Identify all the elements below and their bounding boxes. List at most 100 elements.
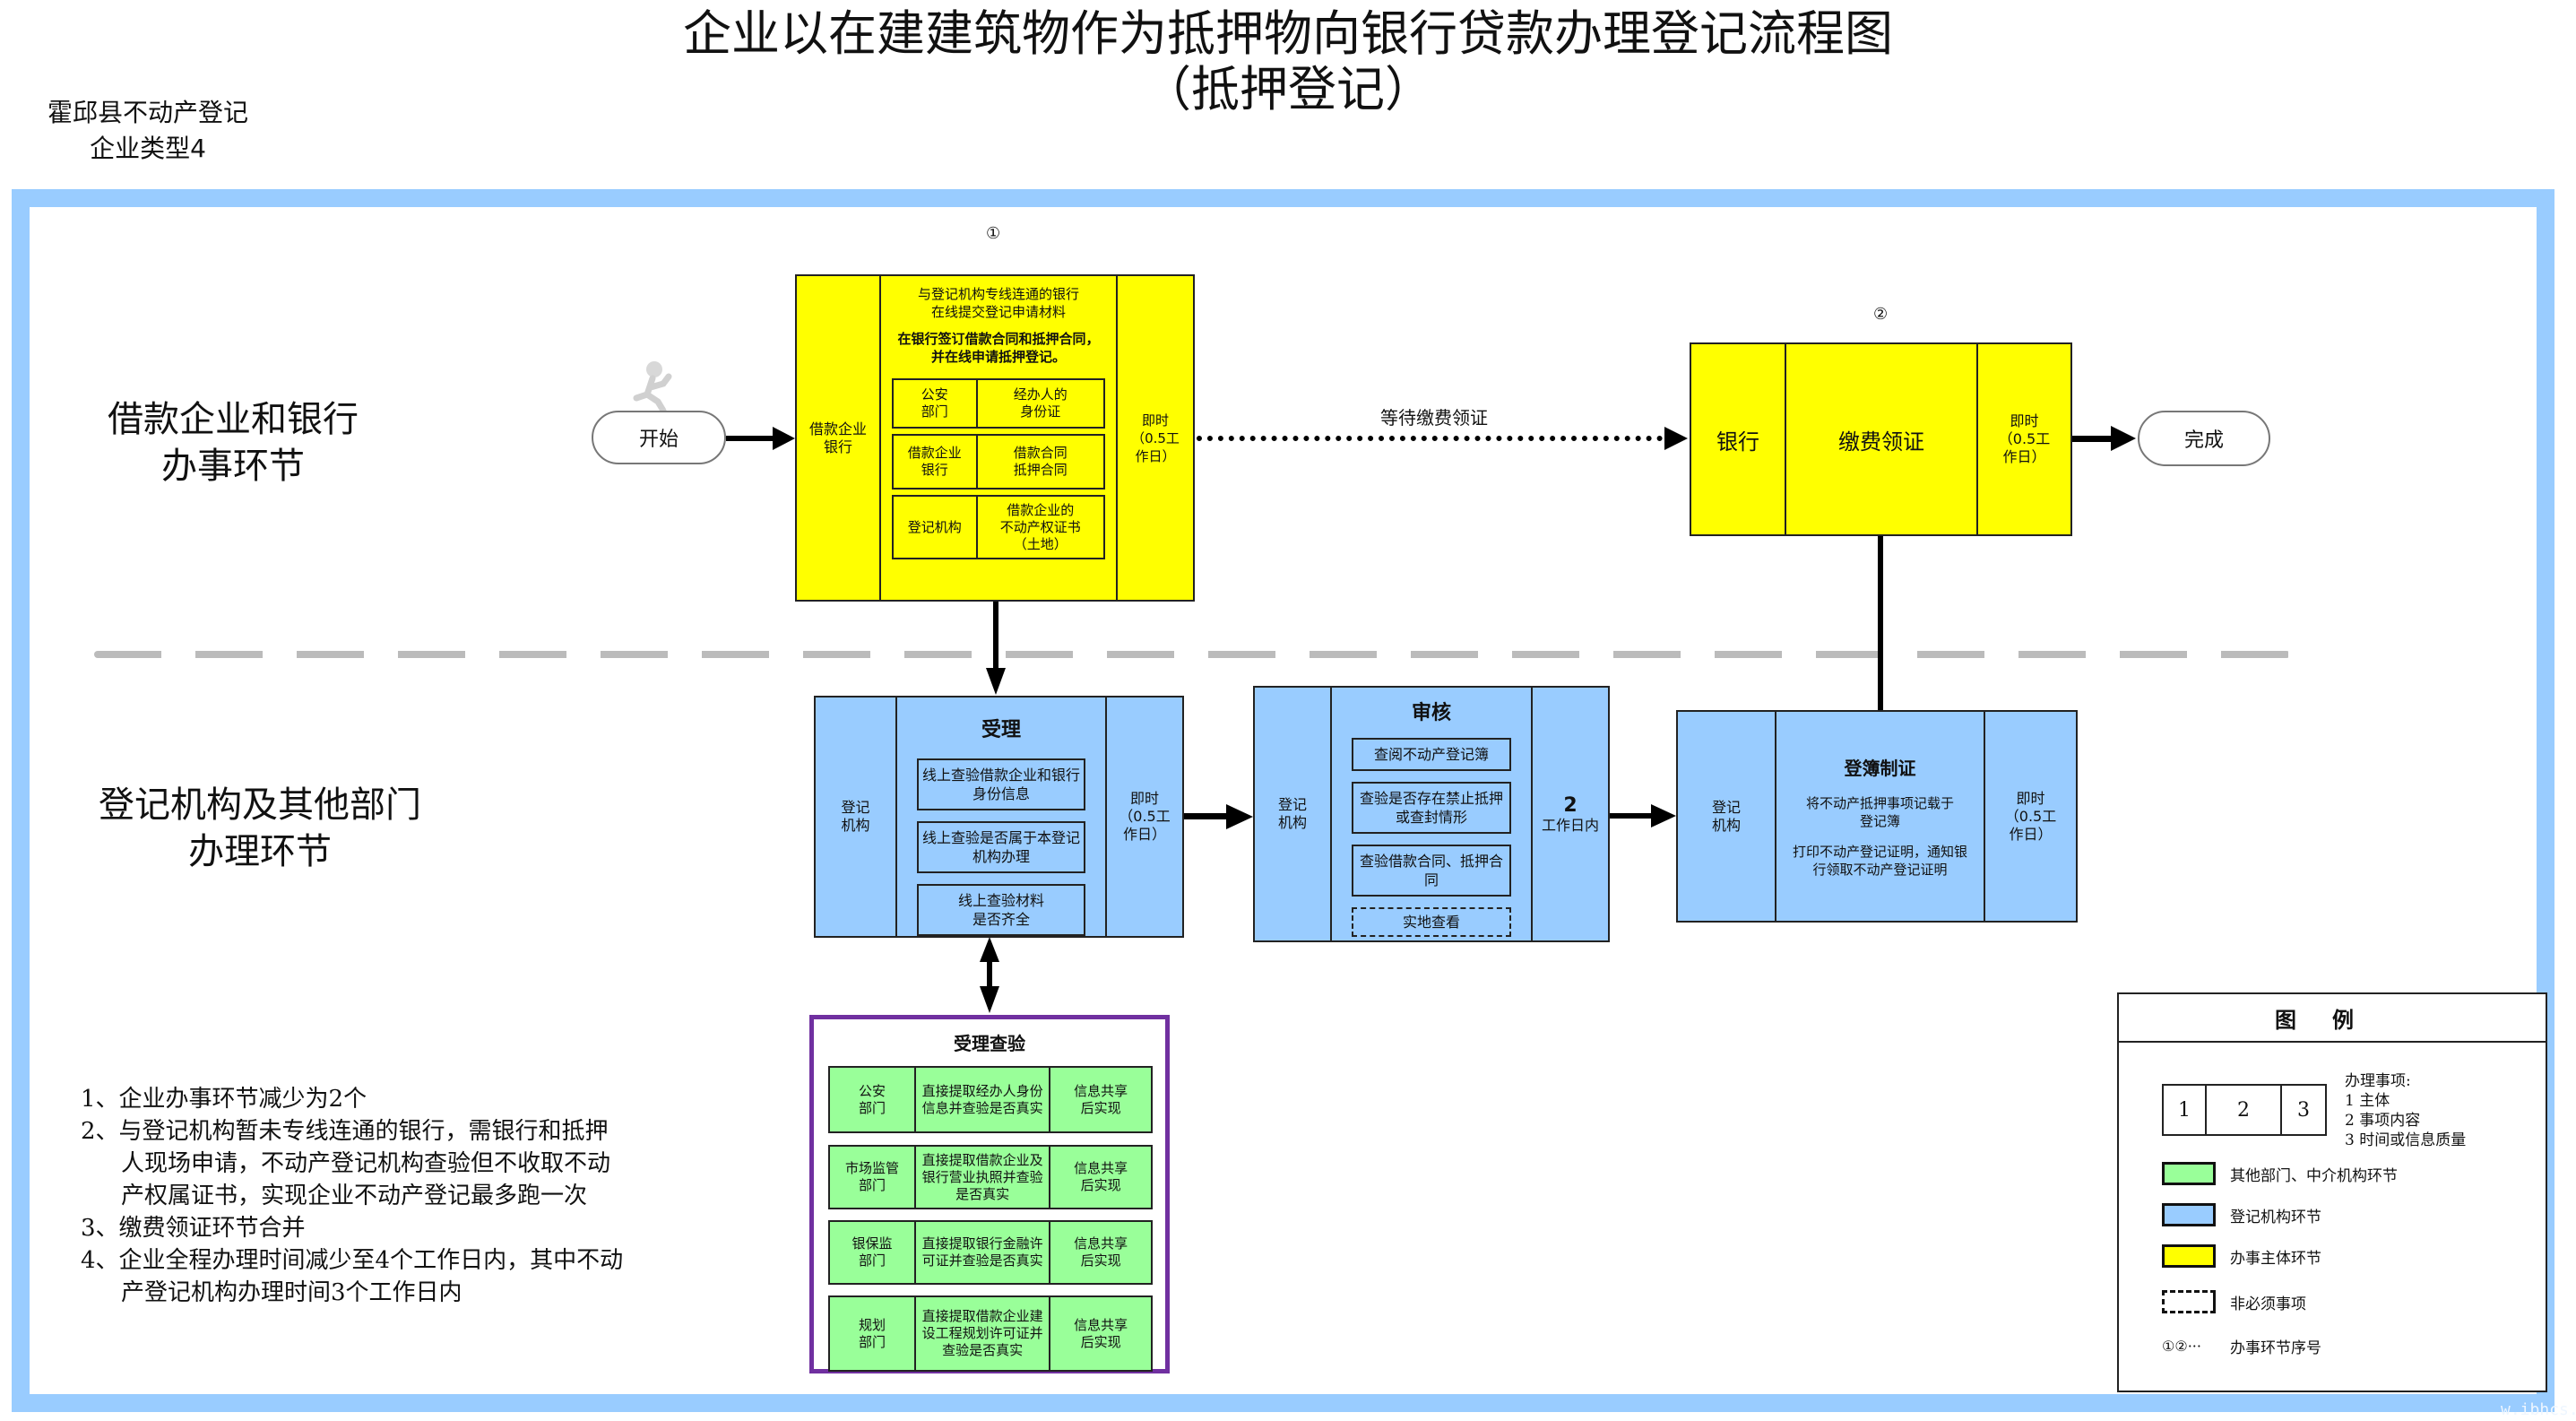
verify-action: 直接提取银行金融许可证并查验是否真实 xyxy=(916,1222,1051,1283)
arrow-head-up xyxy=(980,937,999,962)
note-item: 4、企业全程办理时间减少至4个工作日内，其中不动 xyxy=(81,1247,624,1274)
material-item: 借款合同 抵押合同 xyxy=(1013,445,1068,478)
notes-list: 1、企业办事环节减少为2个 2、与登记机构暂未专线连通的银行，需银行和抵押 人现… xyxy=(81,1083,726,1309)
verify-row: 市场监管 部门 直接提取借款企业及银行营业执照并查验是否真实 信息共享 后实现 xyxy=(828,1145,1153,1209)
step1-content-text1: 与登记机构专线连通的银行 在线提交登记申请材料 xyxy=(917,286,1079,320)
accept-item: 线上查验材料 是否齐全 xyxy=(917,884,1085,936)
finish-label: 完成 xyxy=(2183,429,2224,452)
arrow-head xyxy=(2111,426,2136,451)
legend-sample-cell: 3 xyxy=(2297,1098,2310,1122)
lane-label-registry: 登记机构及其他部门 办理环节 xyxy=(81,782,439,875)
verify-status: 信息共享 后实现 xyxy=(1074,1235,1128,1269)
arrow-line xyxy=(1610,813,1655,819)
diagram-frame xyxy=(12,189,2554,1412)
step2-box: 银行 缴费领证 即时 （0.5工 作日） xyxy=(1690,342,2072,536)
arrow-line xyxy=(726,436,776,441)
legend-swatch-blue xyxy=(2162,1203,2216,1226)
verify-dept: 规划 部门 xyxy=(830,1297,916,1370)
material-source: 借款企业 银行 xyxy=(894,436,978,488)
verify-rows: 公安 部门 直接提取经办人身份信息并查验是否真实 信息共享 后实现 市场监管 部… xyxy=(828,1066,1153,1372)
verify-status: 信息共享 后实现 xyxy=(1074,1082,1128,1116)
arrow-head xyxy=(986,668,1006,695)
review-time-unit: 工作日内 xyxy=(1541,816,1599,834)
seq-symbol-icon: ①②··· xyxy=(2162,1338,2201,1355)
verify-action: 直接提取借款企业建设工程规划许可证并查验是否真实 xyxy=(916,1297,1051,1370)
step1-box: 借款企业 银行 与登记机构专线连通的银行 在线提交登记申请材料 在银行签订借款合… xyxy=(795,274,1195,602)
review-item-optional: 实地查看 xyxy=(1352,907,1511,937)
note-item: 3、缴费领证环节合并 xyxy=(81,1215,306,1242)
running-person-icon xyxy=(627,359,681,414)
legend-entry-label: 登记机构环节 xyxy=(2230,1208,2321,1226)
legend-sample-box: 1 2 3 xyxy=(2162,1084,2327,1136)
register-text1: 将不动产抵押事项记载于 登记簿 xyxy=(1805,794,1954,829)
note-item-cont: 人现场申请，不动产登记机构查验但不收取不动 xyxy=(121,1150,611,1177)
note-item: 2、与登记机构暂未专线连通的银行，需银行和抵押 xyxy=(81,1118,609,1145)
review-subject: 登记 机构 xyxy=(1255,688,1332,940)
legend-desc-line: 办理事项: xyxy=(2345,1072,2411,1090)
verify-box: 受理查验 公安 部门 直接提取经办人身份信息并查验是否真实 信息共享 后实现 市… xyxy=(809,1015,1170,1373)
legend-sample-cell: 2 xyxy=(2207,1086,2282,1134)
lane-title: 借款企业和银行 xyxy=(108,399,359,440)
register-text2: 打印不动产登记证明，通知银行领取不动产登记证明 xyxy=(1792,843,1967,878)
review-item: 查验借款合同、抵押合同 xyxy=(1352,845,1511,897)
legend-entry-optional: 非必须事项 xyxy=(2162,1290,2306,1313)
accept-content: 受理 线上查验借款企业和银行身份信息 线上查验是否属于本登记机构办理 线上查验材… xyxy=(897,698,1107,936)
lane-label-applicant: 借款企业和银行 办事环节 xyxy=(81,396,385,490)
legend-desc-line: 1 主体 xyxy=(2345,1092,2390,1110)
start-label: 开始 xyxy=(638,429,679,451)
accept-time: 即时 （0.5工 作日） xyxy=(1119,790,1171,843)
legend-desc-line: 3 时间或信息质量 xyxy=(2345,1131,2467,1149)
legend-entry-label: 非必须事项 xyxy=(2230,1295,2306,1313)
material-item: 经办人的 身份证 xyxy=(1013,386,1068,420)
legend-sample-desc: 办理事项: 1 主体 2 事项内容 3 时间或信息质量 xyxy=(2345,1071,2466,1150)
connector-line xyxy=(1878,536,1883,711)
legend: 图例 1 2 3 办理事项: 1 主体 2 事项内容 3 时间或信息质量 其他部… xyxy=(2117,992,2547,1392)
step1-time: 即时 （0.5工 作日） xyxy=(1131,412,1180,464)
finish-node: 完成 xyxy=(2138,411,2270,466)
start-node: 开始 xyxy=(592,411,726,464)
register-subject: 登记 机构 xyxy=(1678,712,1776,921)
legend-entry-label: 办事主体环节 xyxy=(2230,1249,2321,1268)
materials-list: 公安 部门 经办人的 身份证 借款企业 银行 借款合同 抵押合同 登记机构 借款… xyxy=(892,373,1105,565)
review-heading: 审核 xyxy=(1411,702,1451,724)
verify-row: 规划 部门 直接提取借款企业建设工程规划许可证并查验是否真实 信息共享 后实现 xyxy=(828,1295,1153,1372)
legend-entry-seq: ①②··· 办事环节序号 xyxy=(2162,1335,2321,1357)
legend-entry-label: 办事环节序号 xyxy=(2230,1339,2321,1357)
note-item: 1、企业办事环节减少为2个 xyxy=(81,1086,367,1113)
arrow-line xyxy=(993,602,998,672)
watermark: w.ibhcs.co xyxy=(2501,1400,2576,1419)
lane-subtitle: 办事环节 xyxy=(161,446,305,487)
accept-item: 线上查验是否属于本登记机构办理 xyxy=(917,821,1085,873)
org-type: 企业类型4 xyxy=(90,134,206,163)
material-row: 借款企业 银行 借款合同 抵押合同 xyxy=(892,434,1105,490)
verify-status: 信息共享 后实现 xyxy=(1074,1160,1128,1193)
verify-action: 直接提取经办人身份信息并查验是否真实 xyxy=(916,1068,1051,1131)
step-number: ② xyxy=(1873,305,1889,324)
double-arrow-line xyxy=(987,955,992,1000)
verify-row: 公安 部门 直接提取经办人身份信息并查验是否真实 信息共享 后实现 xyxy=(828,1066,1153,1133)
register-time: 即时 （0.5工 作日） xyxy=(2004,789,2057,843)
lane-subtitle: 办理环节 xyxy=(188,831,332,872)
review-item: 查阅不动产登记簿 xyxy=(1352,738,1511,771)
legend-entry-blue: 登记机构环节 xyxy=(2162,1203,2321,1226)
verify-row: 银保监 部门 直接提取银行金融许可证并查验是否真实 信息共享 后实现 xyxy=(828,1220,1153,1285)
register-box: 登记 机构 登簿制证 将不动产抵押事项记载于 登记簿 打印不动产登记证明，通知银… xyxy=(1676,710,2078,923)
material-source: 登记机构 xyxy=(894,497,978,558)
review-item: 查验是否存在禁止抵押或查封情形 xyxy=(1352,782,1511,834)
material-source: 公安 部门 xyxy=(894,380,978,427)
verify-dept: 公安 部门 xyxy=(830,1068,916,1131)
legend-entry-yellow: 办事主体环节 xyxy=(2162,1244,2321,1268)
legend-title: 图例 xyxy=(2119,994,2546,1043)
verify-heading: 受理查验 xyxy=(954,1033,1025,1054)
note-item-cont: 产权属证书，实现企业不动产登记最多跑一次 xyxy=(121,1183,588,1209)
verify-dept: 市场监管 部门 xyxy=(830,1147,916,1208)
material-row: 公安 部门 经办人的 身份证 xyxy=(892,378,1105,429)
review-box: 登记 机构 审核 查阅不动产登记簿 查验是否存在禁止抵押或查封情形 查验借款合同… xyxy=(1253,686,1610,942)
accept-item: 线上查验借款企业和银行身份信息 xyxy=(917,758,1085,810)
review-content: 审核 查阅不动产登记簿 查验是否存在禁止抵押或查封情形 查验借款合同、抵押合同 … xyxy=(1332,688,1533,940)
arrow-head xyxy=(1664,427,1688,450)
arrow-head xyxy=(1651,804,1676,827)
legend-entry-green: 其他部门、中介机构环节 xyxy=(2162,1162,2398,1185)
arrow-head xyxy=(1226,804,1253,829)
arrow-line xyxy=(2072,436,2115,442)
